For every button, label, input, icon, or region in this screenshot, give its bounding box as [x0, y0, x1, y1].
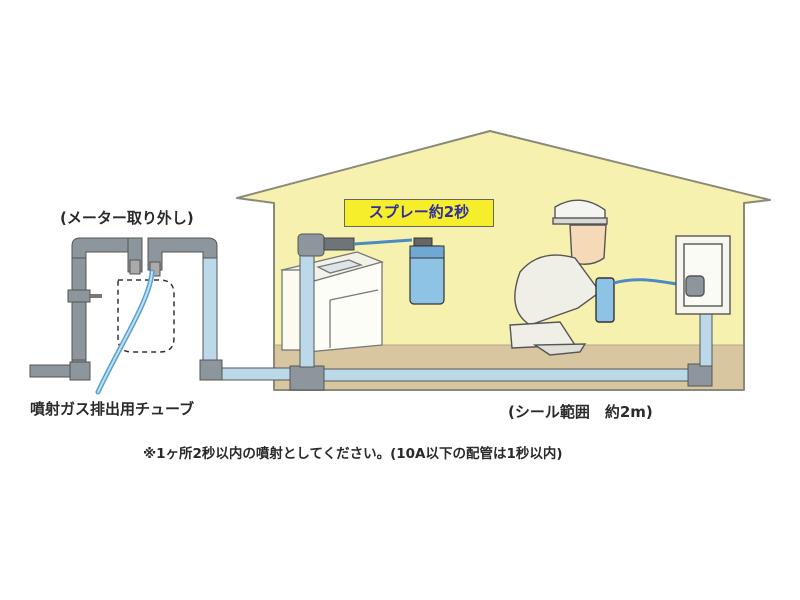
gas-pipes [29, 233, 713, 391]
meter-box [675, 235, 731, 315]
spray-time-note: ※1ヶ所2秒以内の噴射としてください。(10A以下の配管は1秒以内) [143, 446, 563, 462]
spray-can-left [353, 237, 445, 305]
exhaust-tube-label: 噴射ガス排出用チューブ [30, 400, 195, 418]
meter-removed-label: (メーター取り外し) [60, 209, 194, 227]
seal-range-label: (シール範囲 約2m) [508, 403, 653, 421]
spray-duration-label: スプレー約2秒 [344, 199, 494, 227]
meter-removed-area [67, 237, 218, 373]
house-floor [275, 345, 743, 389]
sink-cabinet [280, 251, 385, 353]
worker [509, 199, 685, 356]
